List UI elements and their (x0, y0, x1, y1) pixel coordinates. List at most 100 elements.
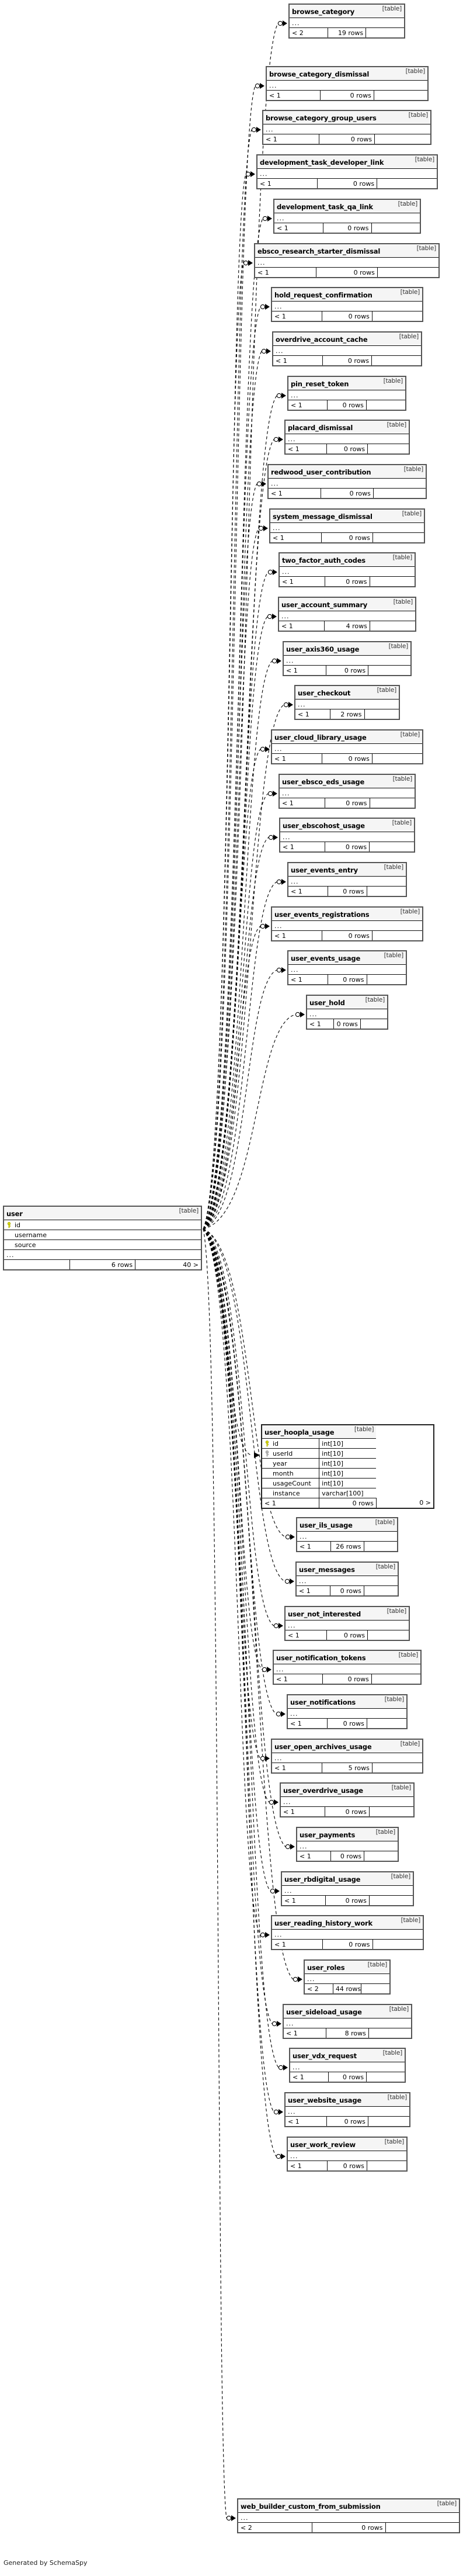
relationship-edge (203, 1228, 261, 1936)
ellipsis-label: ... (272, 1753, 422, 1763)
column-row-id[interactable]: id (4, 1220, 201, 1230)
more-columns-ellipsis: ... (269, 478, 426, 489)
column-name: month (273, 1469, 294, 1477)
table-name-label: overdrive_account_cache (276, 335, 368, 344)
child-count (370, 842, 414, 852)
ellipsis-label: ... (274, 1664, 420, 1674)
cardinality-zero-one-icon (262, 216, 268, 221)
table-header: [table]pin_reset_token (288, 377, 405, 390)
table-header: [table]system_message_dismissal (270, 510, 424, 523)
cardinality-zero-one-icon (276, 2153, 281, 2159)
ellipsis-label: ... (280, 832, 414, 842)
column-row-year[interactable]: year int[10] (262, 1458, 433, 1469)
table-node-web-builder-custom-from-submission[interactable]: [table]web_builder_custom_from_submissio… (237, 2498, 460, 2533)
table-node-user-hoopla-usage[interactable]: [table] user_hoopla_usage id int[10] (261, 1424, 434, 1509)
column-row-usageCount[interactable]: usageCount int[10] (262, 1478, 433, 1488)
table-name-label: development_task_qa_link (277, 203, 373, 211)
table-node-browse-category-group-users[interactable]: [table]browse_category_group_users...< 1… (262, 110, 431, 145)
column-row-userId[interactable]: userId int[10] (262, 1448, 433, 1459)
cardinality-many-icon (281, 1711, 286, 1717)
cardinality-zero-one-icon (278, 2065, 284, 2071)
ellipsis-label: ... (297, 1841, 398, 1851)
table-name-label: user_website_usage (288, 2096, 361, 2104)
table-node-ebsco-research-starter-dismissal[interactable]: [table]ebsco_research_starter_dismissal.… (254, 243, 440, 278)
relationship-edge (203, 616, 268, 1230)
ellipsis-label: ... (270, 522, 424, 533)
table-header: [table]user_website_usage (286, 2093, 409, 2107)
parent-count: < 1 (280, 576, 325, 586)
table-node-development-task-developer-link[interactable]: [table]development_task_developer_link..… (256, 154, 438, 189)
column-row-month[interactable]: month int[10] (262, 1468, 433, 1479)
more-columns-ellipsis: ... (288, 964, 406, 975)
ellipsis-label: ... (272, 1929, 423, 1940)
column-row-id[interactable]: id int[10] (262, 1438, 433, 1449)
child-count (375, 134, 430, 144)
table-header: [table]user_sideload_usage (284, 2005, 411, 2018)
table-name-label: user_vdx_request (293, 2052, 357, 2060)
table-node-user[interactable]: [table] user id (3, 1206, 202, 1270)
table-kind-label: [table] (389, 2006, 409, 2013)
child-count (367, 887, 406, 896)
more-columns-ellipsis: ... (290, 2062, 405, 2072)
table-header: [table]user_checkout (295, 686, 399, 700)
more-columns-ellipsis: ... (280, 788, 415, 798)
column-row-username[interactable]: username (4, 1230, 201, 1240)
cardinality-zero-one-icon (285, 1844, 291, 1850)
table-kind-label: [table] (375, 1519, 395, 1526)
more-columns-ellipsis: ... (297, 1531, 397, 1542)
ellipsis-label: ... (272, 743, 422, 754)
table-name-label: user_overdrive_usage (283, 1786, 363, 1795)
table-header: [table]user_notification_tokens (274, 1651, 420, 1664)
parent-count: < 1 (279, 621, 325, 631)
row-count: 0 rows (321, 488, 374, 498)
relationship-edge (203, 306, 261, 1230)
more-columns-ellipsis: ... (280, 566, 415, 577)
row-count: 4 rows (324, 621, 370, 631)
column-row-source[interactable]: source (4, 1239, 201, 1250)
relationship-edge (203, 660, 273, 1230)
child-count (377, 179, 437, 189)
column-row-instance[interactable]: instance varchar[100] (262, 1488, 433, 1498)
cardinality-many-icon (273, 569, 277, 575)
table-kind-label: [table] (416, 245, 437, 252)
parent-count: < 1 (297, 1585, 331, 1595)
